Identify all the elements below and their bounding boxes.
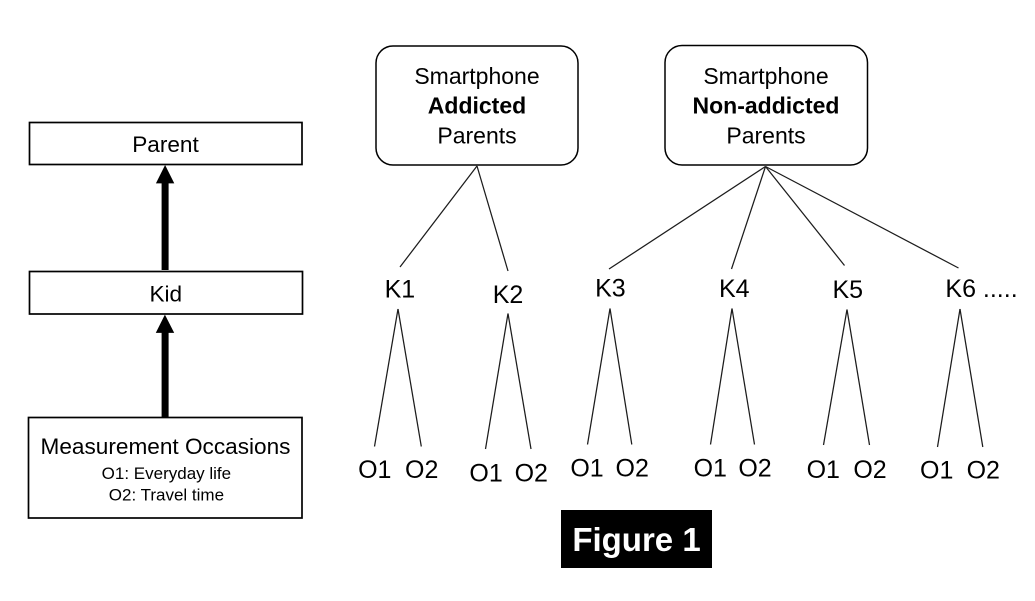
svg-text:Parent: Parent bbox=[132, 132, 199, 157]
svg-text:Smartphone: Smartphone bbox=[703, 63, 828, 89]
svg-text:O2: Travel time: O2: Travel time bbox=[109, 486, 224, 505]
svg-text:K5: K5 bbox=[833, 276, 864, 304]
svg-text:O2: O2 bbox=[853, 456, 886, 484]
svg-text:K1: K1 bbox=[385, 276, 416, 304]
svg-text:O2: O2 bbox=[738, 455, 771, 483]
svg-text:O1: Everyday life: O1: Everyday life bbox=[102, 464, 231, 483]
svg-text:Parents: Parents bbox=[726, 123, 805, 149]
svg-text:O1: O1 bbox=[570, 455, 603, 483]
svg-text:Smartphone: Smartphone bbox=[414, 63, 539, 89]
svg-text:Addicted: Addicted bbox=[428, 93, 526, 119]
svg-text:Non-addicted: Non-addicted bbox=[693, 93, 840, 119]
svg-text:O2: O2 bbox=[967, 457, 1000, 485]
svg-text:O2: O2 bbox=[616, 455, 649, 483]
svg-text:Kid: Kid bbox=[149, 282, 182, 307]
svg-text:Measurement Occasions: Measurement Occasions bbox=[41, 434, 291, 459]
svg-text:O1: O1 bbox=[469, 460, 502, 488]
svg-text:O2: O2 bbox=[515, 460, 548, 488]
svg-text:O1: O1 bbox=[807, 456, 840, 484]
svg-text:K4: K4 bbox=[719, 275, 750, 303]
svg-text:O1: O1 bbox=[920, 457, 953, 485]
svg-text:O1: O1 bbox=[694, 455, 727, 483]
svg-text:Figure 1: Figure 1 bbox=[572, 521, 700, 558]
svg-text:K3: K3 bbox=[595, 275, 626, 303]
svg-text:O2: O2 bbox=[405, 456, 438, 484]
svg-text:Parents: Parents bbox=[437, 123, 516, 149]
svg-text:O1: O1 bbox=[358, 456, 391, 484]
svg-text:K6 .....: K6 ..... bbox=[945, 275, 1017, 303]
svg-text:K2: K2 bbox=[493, 281, 524, 309]
